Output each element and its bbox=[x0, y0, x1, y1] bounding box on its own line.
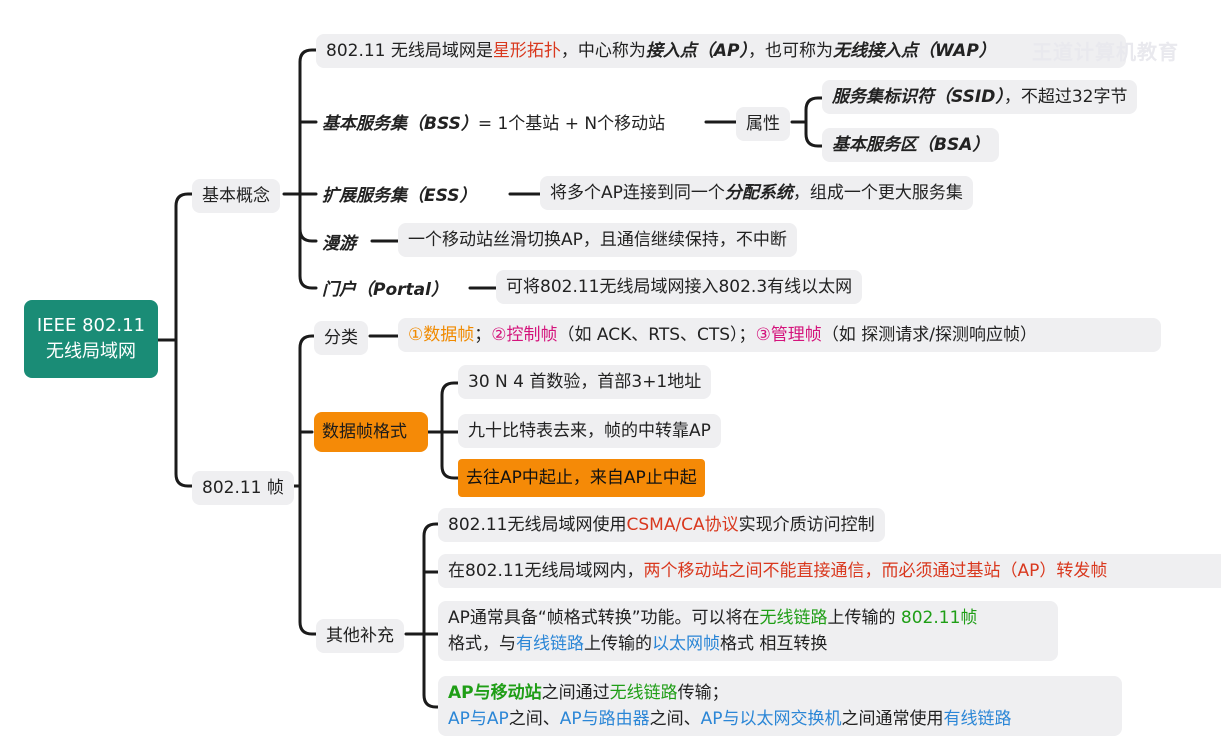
classification-label: 分类 bbox=[324, 328, 358, 348]
conv-80211-frame: 802.11帧 bbox=[900, 608, 978, 628]
basic-concepts-label: 基本概念 bbox=[202, 186, 270, 206]
star-topology: 星形拓扑 bbox=[492, 41, 561, 61]
no-direct-rule: 两个移动站之间不能直接通信，而必须通过基站（AP）转发帧 bbox=[643, 561, 1108, 581]
data-frame-format-label: 数据帧格式 bbox=[322, 422, 407, 442]
portal-label: 门户（Portal） bbox=[322, 280, 448, 300]
bss-label: 基本服务集（BSS） bbox=[322, 114, 478, 134]
format-item-1: 30 N 4 首数验，首部3+1地址 bbox=[458, 365, 712, 399]
star-topology-node: 802.11 无线局域网是星形拓扑，中心称为接入点（AP），也可称为无线接入点（… bbox=[316, 34, 1126, 68]
conv-l1c: 上传输的 bbox=[827, 608, 901, 628]
conv-wireless-link: 无线链路 bbox=[759, 608, 828, 628]
ap-switch-term: AP与以太网交换机 bbox=[700, 709, 842, 729]
ssid-node: 服务集标识符（SSID），不超过32字节 bbox=[822, 80, 1138, 114]
management-frame-examples: （如 探测请求/探测响应帧） bbox=[821, 325, 1037, 345]
no-direct-pre: 在802.11无线局域网内， bbox=[448, 561, 644, 581]
conv-ethernet-frame: 以太网帧 bbox=[652, 634, 720, 654]
links-wired: 有线链路 bbox=[943, 709, 1012, 729]
links-wireless: 无线链路 bbox=[609, 683, 678, 703]
root-title-line1: IEEE 802.11 bbox=[36, 315, 146, 336]
bss-definition: = 1个基站 + N个移动站 bbox=[477, 114, 666, 134]
portal-node: 门户（Portal） bbox=[318, 273, 452, 307]
control-frame-type: ②控制帧 bbox=[491, 325, 558, 345]
bss-node: 基本服务集（BSS）= 1个基站 + N个移动站 bbox=[318, 107, 669, 141]
ap-router-term: AP与路由器 bbox=[559, 709, 650, 729]
bsa-label: 基本服务区（BSA） bbox=[832, 135, 990, 155]
data-frame-type: ①数据帧 bbox=[408, 325, 475, 345]
conv-l1a: AP通常具备“帧格式转换”功能。可以将在 bbox=[448, 608, 760, 628]
roam-desc: 一个移动站丝滑切换AP，且通信继续保持，不中断 bbox=[408, 230, 787, 250]
links-l1d: 传输； bbox=[677, 683, 729, 703]
roam-node: 漫游 bbox=[318, 227, 360, 261]
ess-node: 扩展服务集（ESS） bbox=[318, 179, 481, 213]
classification-node: 分类 bbox=[314, 321, 368, 355]
ssid-rest: ，不超过32字节 bbox=[1003, 87, 1128, 107]
ssid-label: 服务集标识符（SSID） bbox=[832, 87, 1004, 107]
star-mid2: ，也可称为 bbox=[748, 41, 834, 61]
links-l2f: 之间通常使用 bbox=[841, 709, 944, 729]
basic-concepts-node: 基本概念 bbox=[192, 179, 280, 213]
ap-station-term: AP与移动站 bbox=[448, 683, 542, 703]
wap-term: 无线接入点（WAP） bbox=[833, 41, 996, 61]
other-notes-node: 其他补充 bbox=[316, 619, 404, 653]
conv-l2c: 上传输的 bbox=[584, 634, 652, 654]
roam-label: 漫游 bbox=[322, 234, 356, 254]
distribution-system-term: 分配系统 bbox=[724, 183, 793, 203]
conv-wired-link: 有线链路 bbox=[516, 634, 584, 654]
bsa-node: 基本服务区（BSA） bbox=[822, 128, 1000, 162]
control-frame-examples: （如 ACK、RTS、CTS）； bbox=[557, 325, 756, 345]
data-frame-format-node: 数据帧格式 bbox=[314, 412, 428, 452]
root-title-line2: 无线局域网 bbox=[46, 341, 136, 362]
format-item-3-text: 去往AP中起止，来自AP止中起 bbox=[466, 468, 697, 488]
ess-desc-node: 将多个AP连接到同一个分配系统，组成一个更大服务集 bbox=[540, 176, 973, 210]
link-types-node: AP与移动站之间通过无线链路传输； AP与AP之间、AP与路由器之间、AP与以太… bbox=[438, 676, 1122, 736]
other-notes-label: 其他补充 bbox=[326, 626, 394, 646]
format-conversion-node: AP通常具备“帧格式转换”功能。可以将在无线链路上传输的 802.11帧 格式，… bbox=[438, 601, 1058, 661]
star-pre: 802.11 无线局域网是 bbox=[326, 41, 493, 61]
conv-l2a: 格式，与 bbox=[448, 634, 516, 654]
links-l1b: 之间通过 bbox=[541, 683, 610, 703]
format-item-1-text: 30 N 4 首数验，首部3+1地址 bbox=[468, 372, 702, 392]
format-item-2: 九十比特表去来，帧的中转靠AP bbox=[458, 414, 721, 448]
root-node: IEEE 802.11 无线局域网 bbox=[24, 300, 158, 378]
portal-desc: 可将802.11无线局域网接入802.3有线以太网 bbox=[506, 277, 853, 297]
no-direct-node: 在802.11无线局域网内，两个移动站之间不能直接通信，而必须通过基站（AP）转… bbox=[438, 554, 1221, 588]
frame-type-sep: ； bbox=[474, 325, 492, 345]
star-mid: ，中心称为 bbox=[560, 41, 646, 61]
attribute-node: 属性 bbox=[736, 107, 790, 141]
csma-node: 802.11无线局域网使用CSMA/CA协议实现介质访问控制 bbox=[438, 508, 885, 542]
links-l2b: 之间、 bbox=[508, 709, 560, 729]
portal-desc-node: 可将802.11无线局域网接入802.3有线以太网 bbox=[496, 270, 863, 304]
format-item-2-text: 九十比特表去来，帧的中转靠AP bbox=[468, 421, 711, 441]
frame-node: 802.11 帧 bbox=[192, 471, 294, 505]
watermark-logo: 王道计算机教育 bbox=[1032, 40, 1179, 64]
ap-ap-term: AP与AP bbox=[448, 709, 509, 729]
management-frame-type: ③管理帧 bbox=[755, 325, 822, 345]
access-point-term: 接入点（AP） bbox=[645, 41, 749, 61]
csma-post: 实现介质访问控制 bbox=[738, 515, 875, 535]
links-l2d: 之间、 bbox=[649, 709, 701, 729]
roam-desc-node: 一个移动站丝滑切换AP，且通信继续保持，不中断 bbox=[398, 223, 797, 257]
format-item-3: 去往AP中起止，来自AP止中起 bbox=[458, 459, 705, 497]
csma-protocol: CSMA/CA协议 bbox=[626, 515, 739, 535]
attribute-label: 属性 bbox=[746, 114, 780, 134]
ess-desc-pre: 将多个AP连接到同一个 bbox=[550, 183, 725, 203]
frame-label: 802.11 帧 bbox=[202, 478, 284, 498]
csma-pre: 802.11无线局域网使用 bbox=[448, 515, 627, 535]
frame-types-node: ①数据帧；②控制帧（如 ACK、RTS、CTS）；③管理帧（如 探测请求/探测响… bbox=[398, 318, 1161, 352]
conv-l2e: 格式 相互转换 bbox=[720, 634, 828, 654]
ess-label: 扩展服务集（ESS） bbox=[322, 186, 477, 206]
ess-desc-post: ，组成一个更大服务集 bbox=[792, 183, 963, 203]
